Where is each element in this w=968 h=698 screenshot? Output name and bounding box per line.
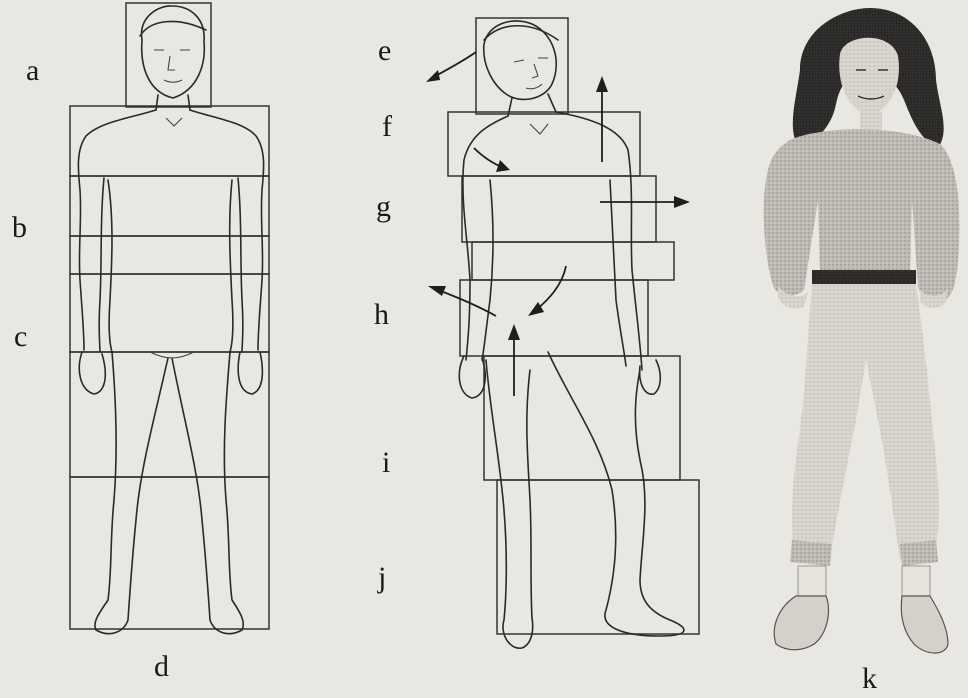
label-b: b <box>12 213 27 243</box>
label-j: j <box>378 563 386 593</box>
label-h: h <box>374 300 389 330</box>
label-i: i <box>382 448 390 478</box>
label-e: e <box>378 36 391 66</box>
label-d: d <box>154 652 169 682</box>
label-c: c <box>14 322 27 352</box>
label-k: k <box>862 664 877 694</box>
label-f: f <box>382 112 392 142</box>
label-a: a <box>26 56 39 86</box>
label-g: g <box>376 192 391 222</box>
